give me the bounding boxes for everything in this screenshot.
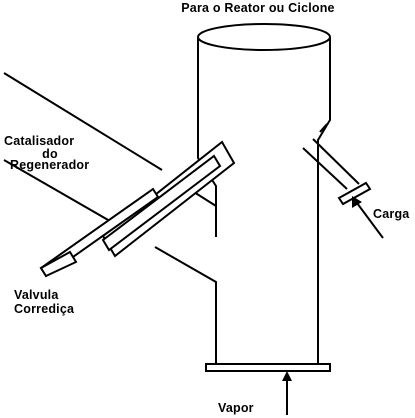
vessel-left-wall (197, 37, 217, 237)
slide-valve-inner-slot (101, 154, 222, 252)
steam-label: Vapor (218, 401, 254, 415)
outlet-label: Para o Reator ou Ciclone (181, 1, 334, 15)
valve-label-line1: Valvula (14, 288, 59, 302)
feed-nozzle-flange (337, 181, 372, 206)
catalyst-label-line1: Catalisador (4, 134, 74, 148)
feed-nozzle-upper-wall (302, 147, 348, 190)
vessel-top-opening (197, 23, 331, 51)
catalyst-pipe-lower-wall-continuation (154, 246, 217, 366)
feed-nozzle (302, 123, 372, 206)
feed-arrow-head (352, 196, 362, 208)
feed-nozzle-stub (319, 123, 328, 133)
feed-arrow-shaft (356, 202, 384, 239)
slide-valve (39, 140, 236, 278)
feed-label: Carga (373, 207, 410, 221)
catalyst-label-line3: Regenerador (10, 158, 89, 172)
catalyst-pipe-upper-wall (3, 72, 163, 171)
catalyst-label-line2: do (42, 147, 58, 161)
steam-arrow-head (282, 371, 292, 381)
feed-nozzle-lower-wall (312, 138, 360, 185)
slide-valve-stem-tip (39, 250, 78, 278)
valve-label-line2: Corrediça (14, 302, 75, 316)
bottom-flange (205, 363, 331, 372)
vessel-right-wall (317, 37, 331, 366)
